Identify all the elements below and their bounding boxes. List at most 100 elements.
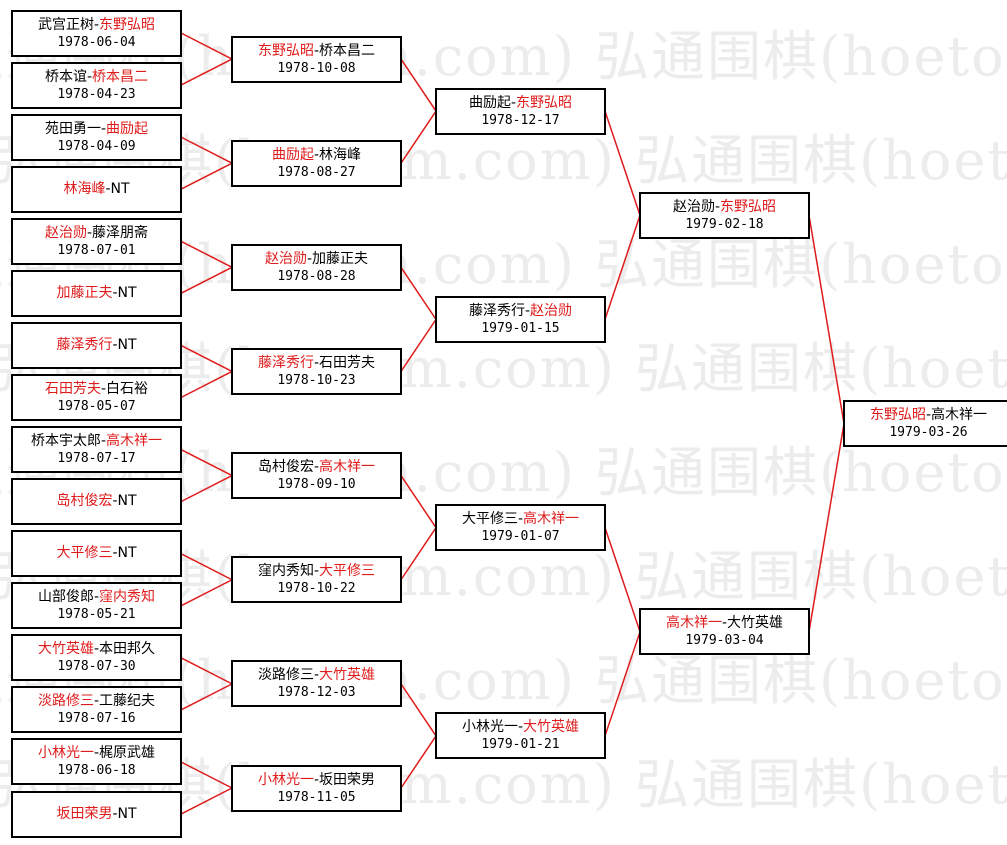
player-name: 坂田荣男: [319, 771, 376, 788]
separator: -: [105, 181, 111, 197]
match-date: 1979-01-07: [481, 528, 560, 544]
winner-name: 藤泽秀行: [257, 354, 314, 371]
match-date: 1978-07-30: [57, 658, 136, 674]
separator: -: [86, 68, 93, 85]
match-players: 藤泽秀行-石田芳夫: [258, 355, 375, 372]
winner-name: 小林光一: [37, 744, 94, 761]
player-name: 桥本宇太郎: [30, 432, 101, 449]
separator: -: [306, 250, 313, 267]
match-date: 1978-04-09: [57, 138, 136, 154]
player-name: 武宫正树: [37, 16, 94, 33]
match-date: 1979-02-18: [685, 216, 764, 232]
separator: -: [93, 692, 100, 709]
player-name: 曲励起: [468, 94, 511, 111]
match-players: 曲励起-东野弘昭: [469, 95, 572, 112]
bracket-connector: [180, 136, 233, 164]
separator: -: [93, 744, 100, 761]
winner-name: 加藤正夫: [56, 285, 113, 301]
winner-name: 岛村俊宏: [56, 493, 113, 509]
winner-name: 曲励起: [271, 146, 314, 163]
match-players: 淡路修三-大竹英雄: [258, 667, 375, 684]
separator: -: [100, 432, 107, 449]
separator: -: [112, 493, 118, 509]
winner-name: 赵治勋: [264, 250, 307, 267]
match-date: 1978-07-16: [57, 710, 136, 726]
player-name: 岛村俊宏: [257, 458, 314, 475]
bracket-connector: [400, 735, 437, 789]
match-date: 1978-09-10: [277, 476, 356, 492]
match-date: 1978-06-18: [57, 762, 136, 778]
match-players: 曲励起-林海峰: [272, 147, 361, 164]
winner-name: 高木祥一: [523, 510, 580, 527]
match-players: 赵治勋-加藤正夫: [265, 251, 368, 268]
winner-name: 赵治勋: [530, 302, 573, 319]
player-name: NT: [117, 493, 137, 509]
match-players: 藤泽秀行-赵治勋: [469, 303, 572, 320]
player-name: 藤泽朋斋: [92, 224, 149, 241]
player-name: 山部俊郎: [37, 588, 94, 605]
match-box: 林海峰-NT: [11, 166, 182, 213]
match-players: 赵治勋-藤泽朋斋: [45, 225, 148, 242]
match-box: 藤泽秀行-NT: [11, 322, 182, 369]
separator: -: [93, 640, 100, 657]
bracket-connector: [604, 527, 641, 633]
bracket-connector: [400, 110, 437, 164]
match-players: 岛村俊宏-高木祥一: [258, 459, 375, 476]
match-date: 1978-07-01: [57, 242, 136, 258]
player-name: 梶原武雄: [99, 744, 156, 761]
player-name: NT: [117, 806, 137, 822]
bracket-connector: [180, 448, 233, 477]
winner-name: 坂田荣男: [56, 806, 113, 822]
bracket-connector: [400, 318, 437, 372]
bracket-connector: [400, 475, 437, 529]
player-name: NT: [117, 337, 137, 353]
winner-name: 大平修三: [319, 562, 376, 579]
winner-name: 石田芳夫: [44, 380, 101, 397]
match-date: 1978-04-23: [57, 86, 136, 102]
player-name: 本田邦久: [99, 640, 156, 657]
bracket-connector: [180, 32, 233, 60]
match-date: 1979-01-21: [481, 736, 560, 752]
match-players: 淡路修三-工藤纪夫: [38, 693, 155, 710]
winner-name: 藤泽秀行: [56, 337, 113, 353]
match-players: 桥本宇太郎-高木祥一: [31, 433, 162, 450]
match-players: 大平修三-NT: [56, 545, 136, 562]
separator: -: [313, 562, 320, 579]
separator: -: [100, 120, 107, 137]
player-name: NT: [117, 285, 137, 301]
bracket-connector: [180, 370, 233, 399]
match-players: 藤泽秀行-NT: [56, 337, 136, 354]
bracket-connector: [180, 787, 233, 815]
separator: -: [510, 94, 517, 111]
winner-name: 窪内秀知: [99, 588, 156, 605]
player-name: 大竹英雄: [727, 614, 784, 631]
winner-name: 大竹英雄: [523, 718, 580, 735]
bracket-connector: [604, 215, 641, 320]
match-players: 林海峰-NT: [63, 181, 129, 198]
match-players: 加藤正夫-NT: [56, 285, 136, 302]
bracket-connector: [180, 162, 233, 190]
match-date: 1978-07-17: [57, 450, 136, 466]
match-date: 1978-12-03: [277, 684, 356, 700]
bracket-connector: [400, 58, 437, 112]
match-players: 小林光一-大竹英雄: [462, 719, 579, 736]
player-name: 窪内秀知: [257, 562, 314, 579]
separator: -: [313, 354, 320, 371]
match-players: 东野弘昭-高木祥一: [870, 407, 987, 424]
separator: -: [93, 588, 100, 605]
